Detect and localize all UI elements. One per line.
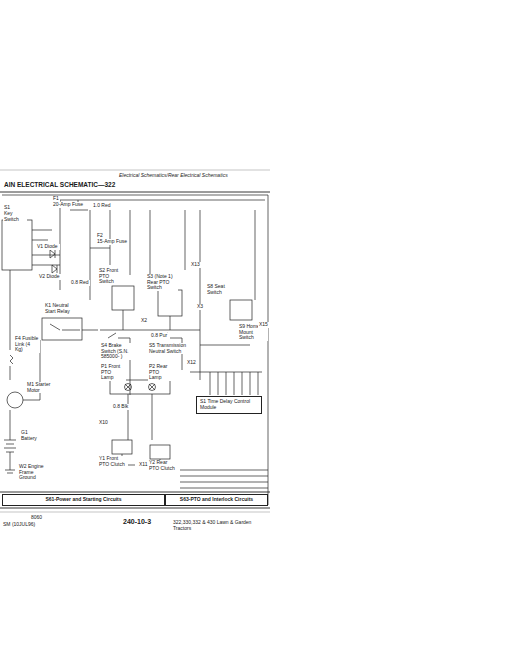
wire-label: 1.0 Red xyxy=(92,203,112,209)
component-label: V2 Diode xyxy=(38,274,62,280)
node-text: S61-Power and Starting Circuits xyxy=(6,497,161,503)
node-text: S63-PTO and Interlock Circuits xyxy=(169,497,264,503)
wire-label: 0.8 Pur xyxy=(150,333,168,339)
page-header: Electrical Schematics/Rear Electrical Sc… xyxy=(118,173,320,179)
component-label: F4 Fusible Link (4 Kg) xyxy=(14,336,40,353)
connector-id: X11 xyxy=(138,462,149,468)
connector-id: X10 xyxy=(98,420,109,426)
footer-text: 8060 xyxy=(30,515,43,521)
component-label: Y2 Rear PTO Clutch xyxy=(148,460,178,471)
component-label: 15-Amp Fuse xyxy=(96,239,128,245)
footer-text: 322,330,332 & 430 Lawn & Garden Tractors xyxy=(172,520,270,531)
wire-label: 0.8 Red xyxy=(70,280,90,286)
footer-text: 240-10-3 xyxy=(122,518,152,526)
component-label: P2 Rear PTO Lamp xyxy=(148,364,174,381)
connector-id: X2 xyxy=(140,318,148,324)
component-label: M1 Starter Motor xyxy=(26,382,52,393)
component-label: F1 xyxy=(52,196,60,202)
connector-id: X3 xyxy=(196,304,204,310)
component-label: K1 Neutral Start Relay xyxy=(44,303,78,314)
component-label: F2 xyxy=(96,233,104,239)
module-box: S1 Time Delay Control Module xyxy=(196,396,262,414)
component-label: S8 Seat Switch xyxy=(206,284,232,295)
component-label: Y1 Front PTO Clutch xyxy=(98,456,128,467)
component-label: V1 Diode xyxy=(36,244,60,250)
wire-label: 0.8 Blk xyxy=(112,404,129,410)
component-label: Key Switch xyxy=(3,211,27,222)
component-label: W2 Engine Frame Ground xyxy=(18,464,50,481)
component-label: 20-Amp Fuse xyxy=(52,202,84,208)
component-label: S5 Transmission Neutral Switch xyxy=(148,343,190,354)
section-band: S63-PTO and Interlock Circuits xyxy=(165,494,268,506)
connector-id: X15 xyxy=(258,322,269,328)
component-label: S4 Brake Switch (S.N. 585000- ) xyxy=(100,343,136,360)
footer-text: SM (10JUL96) xyxy=(2,522,36,528)
component-label: S1 xyxy=(3,205,11,211)
component-label: S3 (Note 1) Rear PTO Switch xyxy=(146,274,178,291)
section-band: S61-Power and Starting Circuits xyxy=(2,494,165,506)
component-label: P1 Front PTO Lamp xyxy=(100,364,126,381)
schematic-title: AIN ELECTRICAL SCHEMATIC—322 xyxy=(4,181,115,188)
connector-id: X13 xyxy=(190,262,201,268)
component-label: G1 Battery xyxy=(20,430,44,441)
connector-id: X12 xyxy=(186,360,197,366)
node-text: S1 Time Delay Control Module xyxy=(200,399,258,411)
component-label: S2 Front PTO Switch xyxy=(98,268,126,285)
